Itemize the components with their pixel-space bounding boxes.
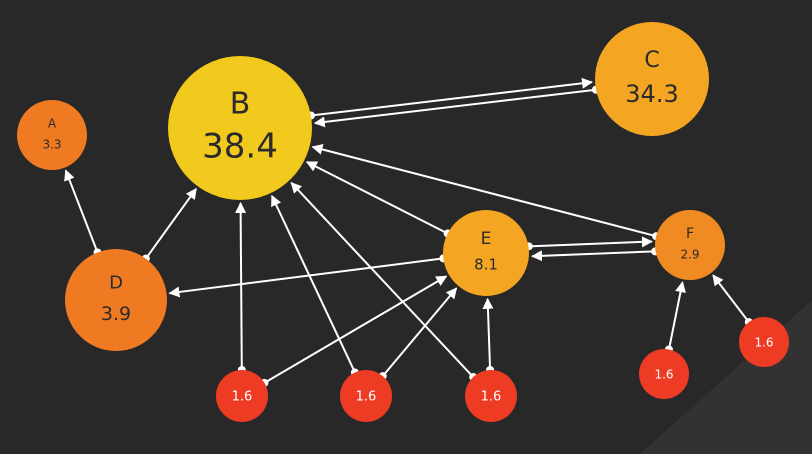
edge-n4-to-F xyxy=(667,281,686,350)
node-label: D xyxy=(109,273,123,294)
node-value: 3.9 xyxy=(101,303,131,325)
node-E[interactable]: E 8.1 xyxy=(443,210,529,296)
edge-E-to-B xyxy=(305,161,449,235)
node-label: B xyxy=(230,86,251,121)
node-label: F xyxy=(686,226,694,242)
node-B[interactable]: B 38.4 xyxy=(168,56,312,200)
edge-n2-to-E xyxy=(381,287,458,377)
node-circle xyxy=(739,317,789,367)
edge-D-to-A xyxy=(64,169,99,253)
node-circle xyxy=(168,56,312,200)
node-circle xyxy=(65,249,167,351)
node-value: 1.6 xyxy=(654,368,673,382)
node-circle xyxy=(639,349,689,399)
node-circle xyxy=(655,210,725,280)
node-value: 1.6 xyxy=(754,336,773,350)
node-value: 8.1 xyxy=(474,256,498,274)
node-D[interactable]: D 3.9 xyxy=(65,249,167,351)
node-value: 1.6 xyxy=(481,390,502,405)
edge-C-to-B xyxy=(313,88,596,128)
edge-E-to-F xyxy=(528,236,653,248)
edge-n5-to-F xyxy=(712,274,750,323)
node-value: 1.6 xyxy=(356,390,377,405)
edge-D-to-B xyxy=(145,187,197,260)
nodes-layer: B 38.4 C 34.3A 3.3D 3.9 E 8.1 F 2.9 1.6 1.6 1.6 1.6 1.… xyxy=(17,22,789,422)
edge-n1-to-B xyxy=(235,201,247,371)
node-label: A xyxy=(48,116,57,130)
edge-E-to-D xyxy=(168,257,444,298)
node-value: 1.6 xyxy=(232,390,253,405)
edge-n2-to-B xyxy=(271,194,356,373)
edge-n1-to-E xyxy=(263,275,448,384)
edges-layer xyxy=(64,77,753,387)
node-value: 38.4 xyxy=(202,127,278,167)
edge-n3-to-E xyxy=(482,297,494,371)
node-A[interactable]: A 3.3 xyxy=(17,100,87,170)
node-circle xyxy=(465,370,517,422)
node-n1[interactable]: 1.6 xyxy=(216,370,268,422)
node-circle xyxy=(340,370,392,422)
node-n5[interactable]: 1.6 xyxy=(739,317,789,367)
node-value: 2.9 xyxy=(680,247,699,261)
edge-n3-to-B xyxy=(290,181,474,378)
node-n4[interactable]: 1.6 xyxy=(639,349,689,399)
edge-F-to-B xyxy=(311,144,657,238)
node-circle xyxy=(595,22,709,136)
node-C[interactable]: C 34.3 xyxy=(595,22,709,136)
edge-B-to-C xyxy=(310,77,594,117)
edge-F-to-E xyxy=(531,250,656,262)
node-F[interactable]: F 2.9 xyxy=(655,210,725,280)
node-n3[interactable]: 1.6 xyxy=(465,370,517,422)
node-label: E xyxy=(481,229,492,249)
node-circle xyxy=(443,210,529,296)
node-circle xyxy=(17,100,87,170)
node-value: 34.3 xyxy=(625,80,678,108)
node-circle xyxy=(216,370,268,422)
node-value: 3.3 xyxy=(42,137,61,151)
node-label: C xyxy=(644,48,659,73)
node-n2[interactable]: 1.6 xyxy=(340,370,392,422)
